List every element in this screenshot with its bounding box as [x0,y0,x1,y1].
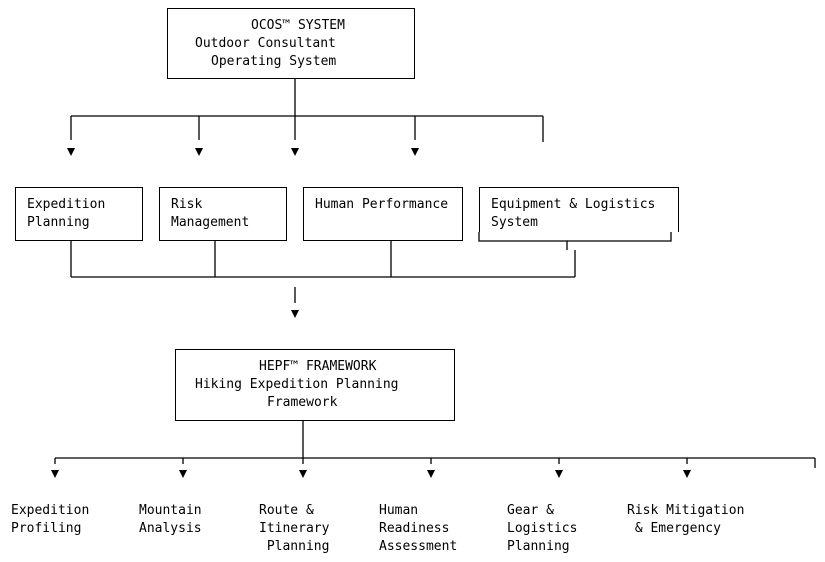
framework-box: HEPF™ FRAMEWORK Hiking Expedition Planni… [175,349,455,421]
arrowhead [291,148,299,156]
arrowhead [299,470,307,478]
arrowhead [411,148,419,156]
component-label: Planning [259,539,330,554]
component-label: Profiling [11,521,82,536]
module-label: Risk [171,197,203,212]
framework-subtitle-line1: Hiking Expedition Planning [195,377,399,392]
framework-title: HEPF™ FRAMEWORK [259,359,377,374]
component-label: Human [379,503,419,518]
module-risk-management: Risk Management [159,187,287,241]
arrowhead [683,470,691,478]
system-box: OCOS™ SYSTEM Outdoor Consultant Operatin… [167,8,415,79]
component-label: Itinerary [259,521,330,536]
component-label: Risk Mitigation [627,503,745,518]
system-subtitle-line1: Outdoor Consultant [195,36,336,51]
module-label: System [491,215,538,230]
component-label: Logistics [507,521,578,536]
module-expedition-planning: Expedition Planning [15,187,143,241]
arrowhead [427,470,435,478]
arrowhead [195,148,203,156]
framework-subtitle-line2: Framework [267,395,338,410]
arrowhead [67,148,75,156]
component-label: Route & [259,503,314,518]
component-label: Analysis [139,521,202,536]
system-subtitle-line2: Operating System [211,54,337,69]
component-label: Readiness [379,521,450,536]
component-label: Expedition [11,503,90,518]
system-title: OCOS™ SYSTEM [251,18,345,33]
component-label: Assessment [379,539,458,554]
arrowhead [555,470,563,478]
module-label: Management [171,215,250,230]
arrowhead [179,470,187,478]
module-equipment-logistics: Equipment & Logistics System [479,187,679,232]
component-label: Gear & [507,503,554,518]
module-label: Equipment & Logistics [491,197,656,212]
arrowhead [291,310,299,318]
component-label: & Emergency [627,521,721,536]
module-label: Human Performance [315,197,449,212]
module-human-performance: Human Performance [303,187,463,241]
module-label: Planning [27,215,90,230]
component-label: Planning [507,539,570,554]
module-label: Expedition [27,197,106,212]
component-label: Mountain [139,503,202,518]
arrowhead [51,470,59,478]
